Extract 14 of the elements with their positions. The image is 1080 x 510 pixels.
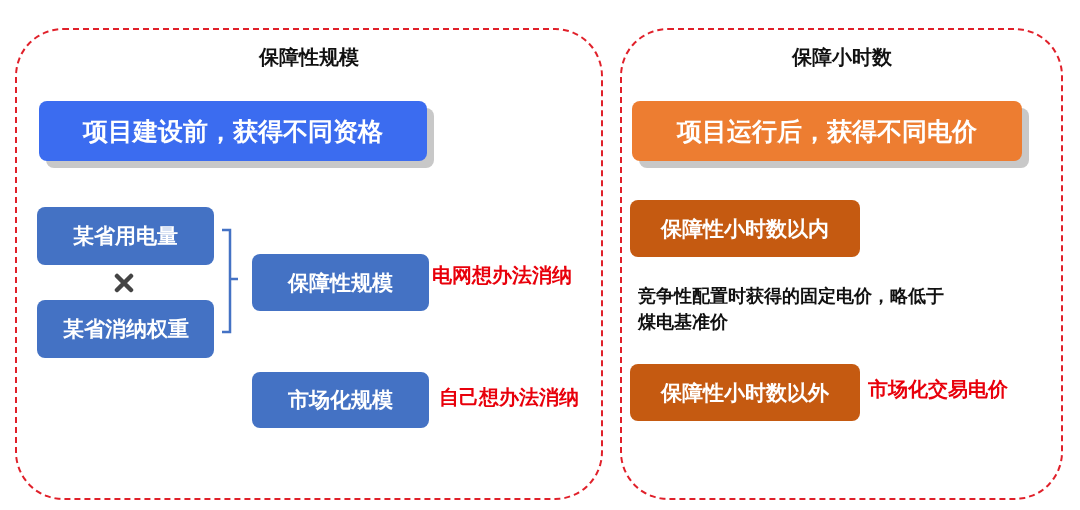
process-box: 保障性小时数以内 [630,200,860,257]
panel-heading: 保障小时数 [790,44,893,71]
note-text: 电网想办法消纳 [432,262,572,289]
process-box: 保障性小时数以外 [630,364,860,421]
process-box: 某省消纳权重 [37,300,214,358]
note-text: 自己想办法消纳 [439,384,579,411]
process-box: 市场化规模 [252,372,429,428]
process-box: 某省用电量 [37,207,214,265]
note-text: 竞争性配置时获得的固定电价，略低于煤电基准价 [638,284,945,334]
note-text: 市场化交易电价 [868,376,1008,403]
process-box: 保障性规模 [252,254,429,311]
panel-heading: 保障性规模 [258,44,360,71]
dashed-panel [15,28,603,500]
dashed-panel [620,28,1063,500]
